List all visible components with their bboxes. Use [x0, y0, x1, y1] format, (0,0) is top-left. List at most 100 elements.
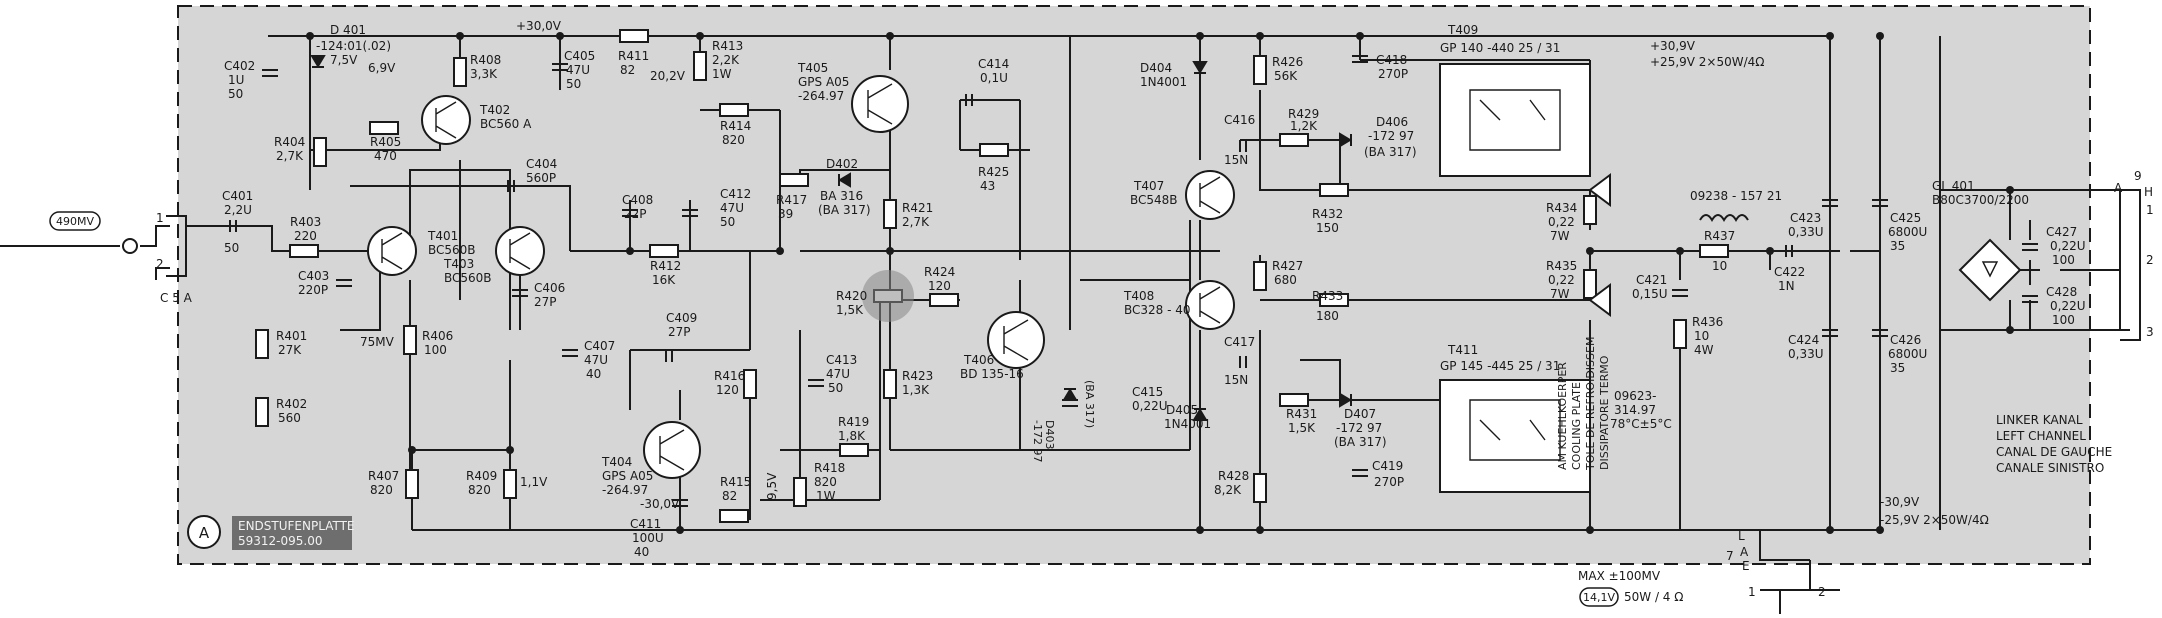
label-r419-ref: R419	[838, 415, 869, 429]
label-t408-part: BC328 - 40	[1124, 303, 1191, 317]
input-level-badge	[49, 211, 101, 231]
max-level: MAX ±100MV	[1578, 569, 1661, 583]
output-level: 14,1V	[1583, 591, 1615, 604]
label-r426-ref: R426	[1272, 55, 1303, 69]
label-r407-value: 820	[370, 483, 393, 497]
out-conn-ref-l: L	[1738, 529, 1745, 543]
label-c401-voltage: 50	[224, 241, 239, 255]
label-c402-voltage: 50	[228, 87, 243, 101]
label-r434-value: 0,22	[1548, 215, 1575, 229]
label-t406-ref: T406	[963, 353, 994, 367]
capacitor-c407	[562, 349, 578, 357]
diode-d402	[838, 172, 851, 188]
rail-out-neg-2: -25,9V 2×50W/4Ω	[1880, 513, 1989, 527]
label-c416-ref: C416	[1224, 113, 1255, 127]
label-d407-part: -172 97	[1336, 421, 1382, 435]
label-c428-value: 0,22U	[2050, 299, 2086, 313]
label-r405-value: 470	[374, 149, 397, 163]
label-c413-ref: C413	[826, 353, 857, 367]
label-r403-value: 220	[294, 229, 317, 243]
label-r417-value: 39	[778, 207, 793, 221]
diode-d405	[1192, 408, 1208, 421]
resistor-r416	[743, 369, 757, 399]
voltage-75mv: 75MV	[360, 335, 395, 349]
thermal-note-line-3: TOLE DE REFROIDISSEM	[1584, 337, 1597, 471]
label-c413-value: 47U	[826, 367, 850, 381]
label-r409-ref: R409	[466, 469, 497, 483]
resistor-r408	[453, 57, 467, 87]
label-r425-value: 43	[980, 179, 995, 193]
label-t401-part: BC560B	[428, 243, 476, 257]
label-t403-ref: T403	[443, 257, 474, 271]
label-c417-value: 15N	[1224, 373, 1248, 387]
label-r418-power: 1W	[816, 489, 836, 503]
label-c422-value: 1N	[1778, 279, 1795, 293]
channel-note: LINKER KANAL LEFT CHANNEL CANAL DE GAUCH…	[1996, 413, 2112, 475]
label-r415-value: 82	[722, 489, 737, 503]
resistor-r434	[1583, 195, 1597, 225]
label-c406-ref: C406	[534, 281, 565, 295]
diodes	[310, 55, 1352, 421]
thermal-note: AM KUEHLKOERPER COOLING PLATE TOLE DE RE…	[1556, 337, 1611, 471]
label-t403-part: BC560B	[444, 271, 492, 285]
label-r435-value: 0,22	[1548, 273, 1575, 287]
transistors	[367, 75, 1235, 479]
capacitor-c419	[1352, 469, 1368, 477]
label-r407-ref: R407	[368, 469, 399, 483]
label-r416-value: 120	[716, 383, 739, 397]
resistor-r418	[793, 477, 807, 507]
transistor-t401	[367, 226, 417, 276]
label-r432-ref: R432	[1312, 207, 1343, 221]
label-t405-code: -264.97	[798, 89, 844, 103]
diode-d404	[1192, 61, 1208, 74]
label-d402-ref: D402	[826, 157, 858, 171]
label-c421-value: 0,15U	[1632, 287, 1668, 301]
label-r411-ref: R411	[618, 49, 649, 63]
label-c426-ref: C426	[1890, 333, 1921, 347]
label-d401-ref: D 401	[330, 23, 366, 37]
capacitor-c402	[262, 69, 278, 77]
input-level: 490MV	[56, 215, 94, 228]
resistor-r436	[1673, 319, 1687, 349]
label-r406-ref: R406	[422, 329, 453, 343]
label-r412-value: 16K	[652, 273, 676, 287]
board-name-bg	[232, 516, 352, 550]
label-c405-value: 47U	[566, 63, 590, 77]
label-c415-ref: C415	[1132, 385, 1163, 399]
output-coil	[1699, 214, 1749, 222]
label-d403-alt: (BA 317)	[1083, 380, 1096, 428]
label-c428-ref: C428	[2046, 285, 2077, 299]
label-c411-ref: C411	[630, 517, 661, 531]
label-c405-voltage: 50	[566, 77, 581, 91]
label-r413-power: 1W	[712, 67, 732, 81]
label-t407-ref: T407	[1133, 179, 1164, 193]
board-area	[177, 5, 2091, 565]
label-r421-value: 2,7K	[902, 215, 930, 229]
label-c412-value: 47U	[720, 201, 744, 215]
label-r421-ref: R421	[902, 201, 933, 215]
label-c401-ref: C401	[222, 189, 253, 203]
capacitor-c406	[512, 289, 528, 297]
label-r418-ref: R418	[814, 461, 845, 475]
label-c416-value: 15N	[1224, 153, 1248, 167]
resistor-r411	[619, 29, 649, 43]
label-c415-value: 0,22U	[1132, 399, 1168, 413]
label-r424-value: 120	[928, 279, 951, 293]
label-r417-ref: R417	[776, 193, 807, 207]
label-r435-power: 7W	[1550, 287, 1570, 301]
label-c425-ref: C425	[1890, 211, 1921, 225]
resistor-r428	[1253, 473, 1267, 503]
label-c417-ref: C417	[1224, 335, 1255, 349]
label-r414-value: 820	[722, 133, 745, 147]
label-r434-power: 7W	[1550, 229, 1570, 243]
capacitor-c405	[552, 63, 568, 71]
label-gl401-part: B80C3700/2200	[1932, 193, 2029, 207]
label-c427-voltage: 100	[2052, 253, 2075, 267]
label-c402-ref: C402	[224, 59, 255, 73]
label-c423-ref: C423	[1790, 211, 1821, 225]
capacitor-c401	[229, 220, 237, 232]
label-r434-ref: R434	[1546, 201, 1577, 215]
capacitor-c411	[672, 499, 688, 507]
voltage-30-neg: -30,0V	[640, 497, 680, 511]
